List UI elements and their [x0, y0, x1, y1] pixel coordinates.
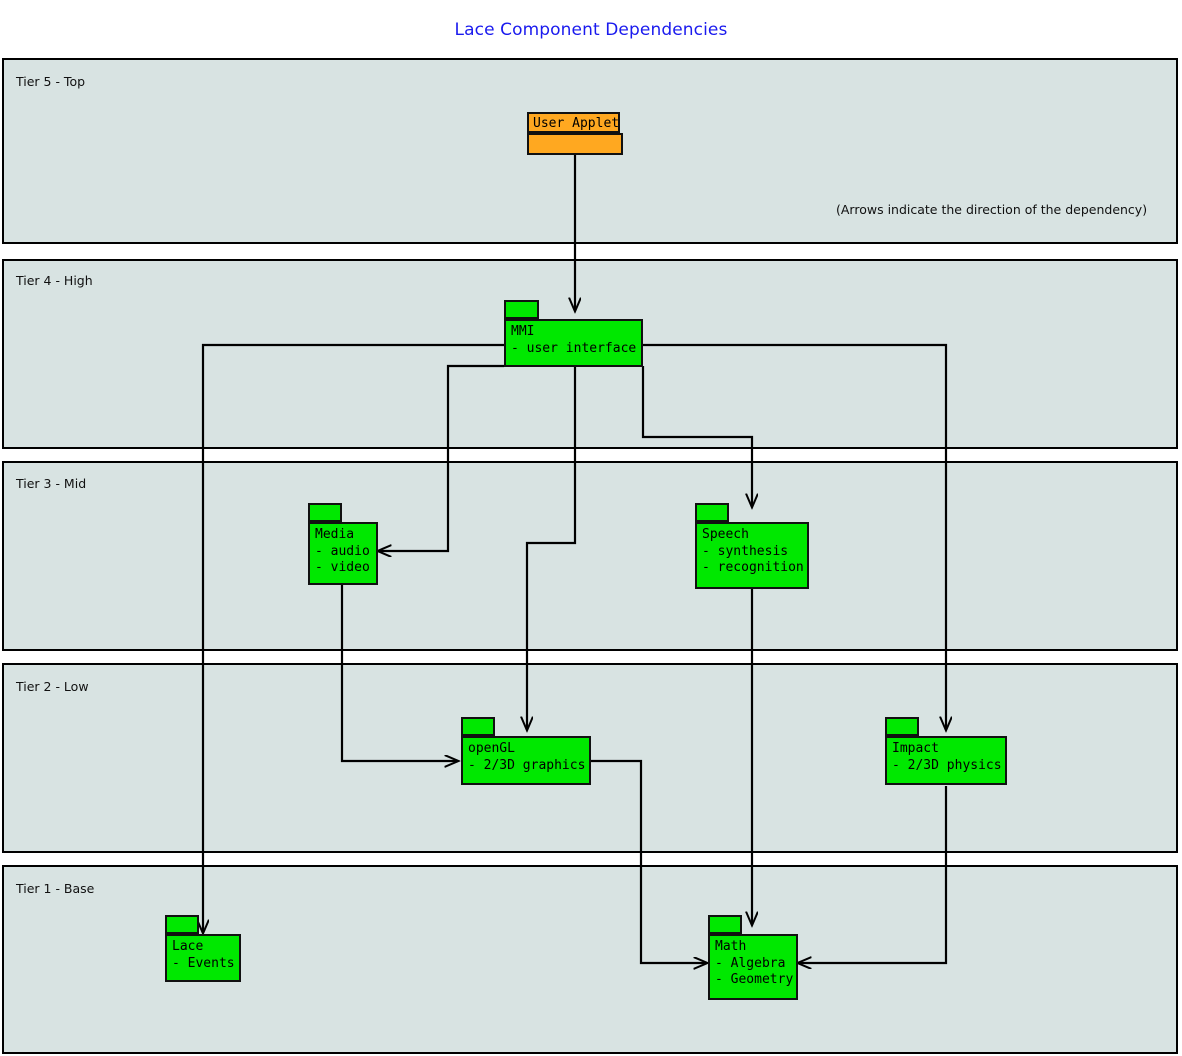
impact-tab: [885, 717, 919, 736]
tier-band-mid: [2, 461, 1178, 651]
legend-note: (Arrows indicate the direction of the de…: [836, 202, 1148, 217]
media-tab: [308, 503, 342, 522]
media-body: Media - audio - video: [308, 522, 378, 585]
tier-label-top: Tier 5 - Top: [16, 74, 86, 89]
impact-body: Impact - 2/3D physics: [885, 736, 1007, 785]
mmi-body: MMI - user interface: [504, 319, 643, 367]
opengl-body: openGL - 2/3D graphics: [461, 736, 591, 785]
tier-label-low: Tier 2 - Low: [16, 679, 89, 694]
tier-label-base: Tier 1 - Base: [16, 881, 95, 896]
math-tab: [708, 915, 742, 934]
mmi-tab: [504, 300, 539, 319]
opengl-tab: [461, 717, 495, 736]
speech-body: Speech - synthesis - recognition: [695, 522, 809, 589]
math-body: Math - Algebra - Geometry: [708, 934, 798, 1000]
lace-tab: [165, 915, 199, 934]
page-title: Lace Component Dependencies: [454, 20, 728, 40]
user-applet-label: User Applet: [527, 112, 620, 133]
speech-tab: [695, 503, 729, 522]
user-applet-body: [527, 133, 623, 155]
tier-label-high: Tier 4 - High: [16, 273, 93, 288]
lace-body: Lace - Events: [165, 934, 241, 982]
tier-label-mid: Tier 3 - Mid: [16, 476, 87, 491]
